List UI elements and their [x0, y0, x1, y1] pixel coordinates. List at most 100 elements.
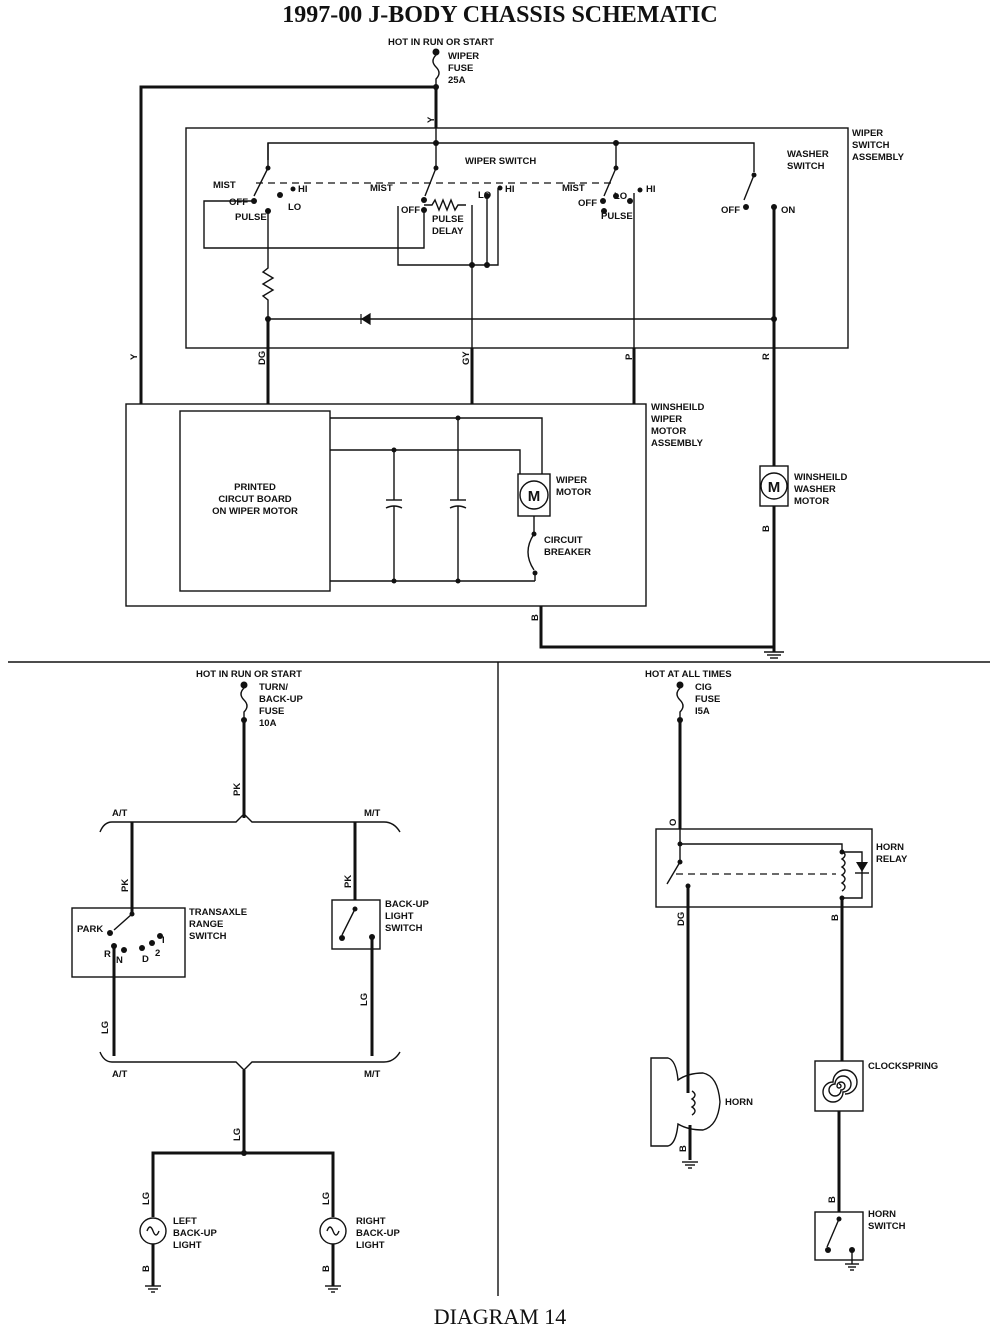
sw3-lo: LO — [614, 191, 627, 202]
switch-group-1: MIST OFF HI LO PULSE — [203, 143, 425, 322]
lg-lamp-wires — [151, 1151, 335, 1217]
wire-r-label: R — [761, 353, 772, 360]
wiper-fuse-symbol — [432, 54, 440, 87]
wire-y-label-top: Y — [426, 116, 437, 123]
sw2-pulse: PULSE — [432, 214, 464, 225]
pcb-internal-wiring — [330, 415, 543, 584]
horn-relay-box — [655, 828, 873, 908]
horn-ground-symbol — [682, 1161, 698, 1169]
motor-assembly-label-1: WINSHEILD — [651, 402, 704, 413]
sw1-lo: LO — [288, 202, 301, 213]
backup-switch-label-2: LIGHT — [385, 911, 414, 922]
wire-b-label-motor: B — [530, 614, 541, 621]
right-lamp-label-2: BACK-UP — [356, 1228, 400, 1239]
motor-assembly-label-3: MOTOR — [651, 426, 686, 437]
page-footer: DIAGRAM 14 — [433, 1304, 567, 1329]
wiper-switch-label: WIPER SWITCH — [465, 156, 536, 167]
horn-switch-label-2: SWITCH — [868, 1221, 906, 1232]
backup-circuit: HOT IN RUN OR START TURN/ BACK-UP FUSE 1… — [71, 669, 429, 1293]
wire-gy-label: GY — [461, 351, 472, 365]
wire-lg-label-at: LG — [100, 1021, 111, 1034]
wire-pk-label-mt: PK — [343, 875, 354, 888]
wire-b-label-right: B — [321, 1265, 332, 1272]
sw2-lo: LO — [478, 190, 491, 201]
horn-switch-box — [814, 1211, 864, 1261]
left-lamp-label-2: BACK-UP — [173, 1228, 217, 1239]
transaxle-label-3: SWITCH — [189, 931, 227, 942]
motor-assembly-label-2: WIPER — [651, 414, 682, 425]
wire-y-label-left: Y — [129, 353, 140, 360]
wire-lg-label-mt: LG — [359, 993, 370, 1006]
backup-power-label: HOT IN RUN OR START — [196, 669, 302, 680]
washer-switch: WASHER SWITCH OFF ON — [721, 149, 829, 216]
top-split-bracket — [99, 813, 401, 833]
sw2-delay: DELAY — [432, 226, 464, 237]
horn-power-label: HOT AT ALL TIMES — [645, 669, 732, 680]
pos-1: I — [162, 935, 165, 946]
wiper-motor-label-2: MOTOR — [556, 487, 591, 498]
motor-ground-wire — [539, 606, 774, 649]
wire-b-label-switch: B — [827, 1196, 838, 1203]
wire-p-label: P — [624, 353, 635, 360]
sw1-mist: MIST — [213, 180, 236, 191]
switch-assembly-label-2: SWITCH — [852, 140, 890, 151]
pos-park: PARK — [77, 924, 103, 935]
washer-motor-label-1: WINSHEILD — [794, 472, 847, 483]
pcb-label-3: ON WIPER MOTOR — [212, 506, 298, 517]
bus-diode — [360, 312, 371, 326]
horn-fuse-label-3: I5A — [695, 706, 710, 717]
wire-dg-label: DG — [257, 351, 268, 365]
washer-motor-label-3: MOTOR — [794, 496, 829, 507]
bottom-join-bracket — [99, 1051, 401, 1071]
backup-fuse-symbol — [240, 687, 248, 720]
wire-b-label-washer: B — [761, 525, 772, 532]
page-title: 1997-00 J-BODY CHASSIS SCHEMATIC — [282, 2, 718, 28]
circuit-breaker: CIRCUIT BREAKER — [527, 516, 591, 581]
left-ground-symbol — [145, 1285, 161, 1293]
transaxle-switch-contacts: PARK R N D 2 I — [77, 911, 165, 966]
wiper-motor-label-1: WIPER — [556, 475, 587, 486]
sw2-mist: MIST — [370, 183, 393, 194]
wiper-motor-assembly-box — [125, 403, 647, 607]
wire-b-label-relay: B — [830, 914, 841, 921]
sw3-off: OFF — [578, 198, 597, 209]
switch-assembly-label-1: WIPER — [852, 128, 883, 139]
switch-group-2: MIST OFF LO HI PULSE DELAY — [370, 143, 515, 348]
horn-relay-label-1: HORN — [876, 842, 904, 853]
backup-fuse-label-2: BACK-UP — [259, 694, 303, 705]
pos-n: N — [116, 955, 123, 966]
circuit-breaker-label-1: CIRCUIT — [544, 535, 583, 546]
top-mt-label: M/T — [364, 808, 381, 819]
sw3-mist: MIST — [562, 183, 585, 194]
horn-relay-label-2: RELAY — [876, 854, 908, 865]
horn-fuse-label-1: CIG — [695, 682, 712, 693]
washer-off: OFF — [721, 205, 740, 216]
top-at-label: A/T — [112, 808, 128, 819]
clockspring-icon: CLOCKSPRING — [814, 1060, 938, 1112]
sw1-off: OFF — [229, 197, 248, 208]
horn-circuit: HOT AT ALL TIMES CIG FUSE I5A O HORN REL… — [645, 669, 938, 1271]
backup-fuse-label-4: 10A — [259, 718, 277, 729]
wiper-power-label: HOT IN RUN OR START — [388, 37, 494, 48]
sw2-off: OFF — [401, 205, 420, 216]
backup-switch-box — [331, 899, 381, 950]
clockspring-label: CLOCKSPRING — [868, 1061, 938, 1072]
backup-switch-label-3: SWITCH — [385, 923, 423, 934]
transaxle-label-1: TRANSAXLE — [189, 907, 247, 918]
horn-relay-internals — [666, 829, 869, 901]
wiper-fuse-label-2: FUSE — [448, 63, 473, 74]
wire-pk-label-at: PK — [120, 879, 131, 892]
sw3-pulse: PULSE — [601, 211, 633, 222]
wiper-motor-symbol: M — [528, 488, 541, 505]
wiper-power-node — [432, 48, 440, 56]
pcb-label-2: CIRCUT BOARD — [218, 494, 291, 505]
horn-switch-label-1: HORN — [868, 1209, 896, 1220]
transaxle-switch-box — [71, 907, 186, 978]
switch-group-3: MIST OFF LO HI PULSE — [562, 143, 656, 348]
washer-motor-symbol: M — [768, 479, 781, 496]
sw1-hi: HI — [298, 184, 308, 195]
y-feed-wire — [139, 85, 436, 404]
pos-r: R — [104, 949, 111, 960]
right-lamp-label-1: RIGHT — [356, 1216, 386, 1227]
